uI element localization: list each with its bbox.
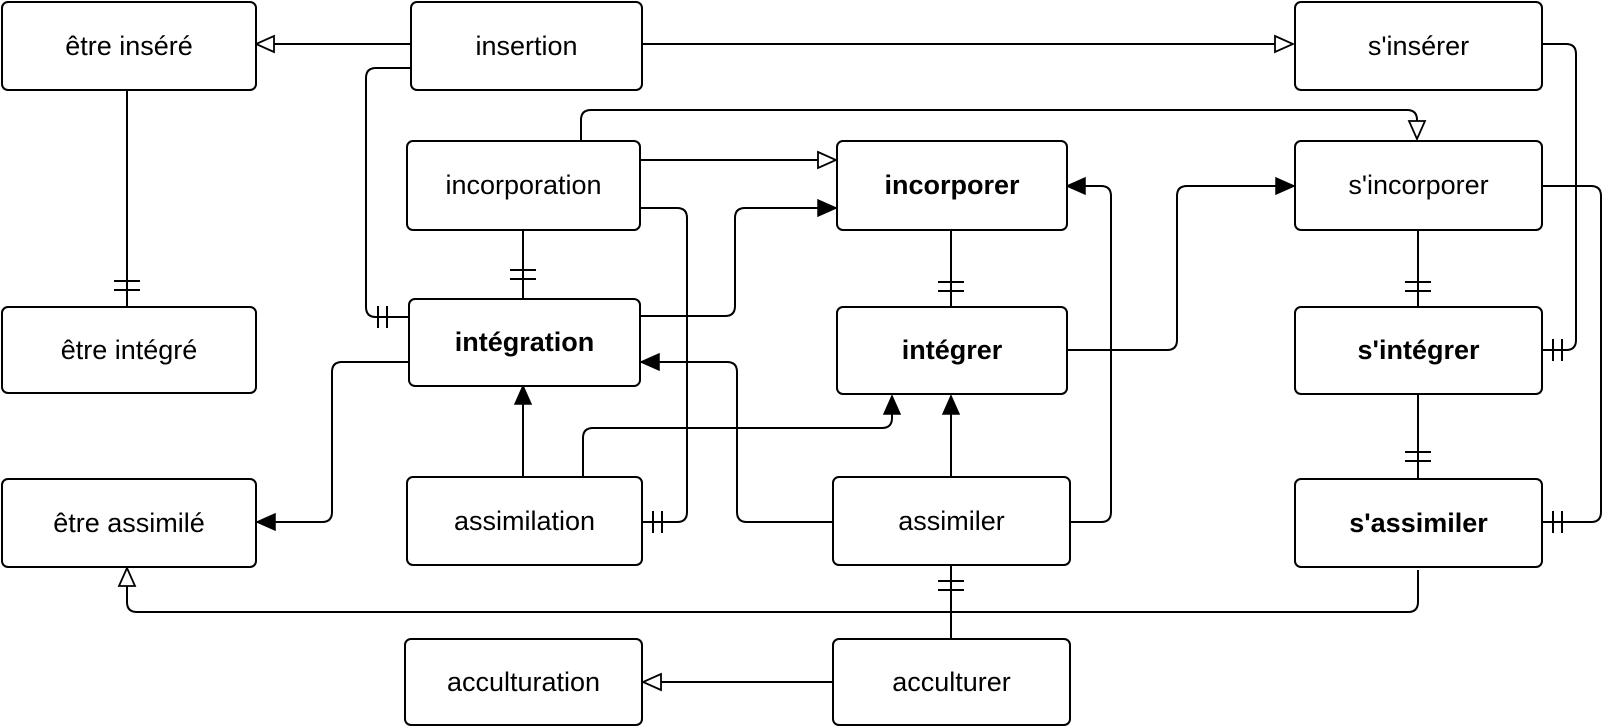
node-insertion: insertion bbox=[410, 1, 643, 91]
edge-incorporation-assimilation bbox=[641, 207, 688, 533]
edge-integration-incorporer bbox=[641, 208, 836, 317]
node-s-inserer: s'insérer bbox=[1294, 1, 1543, 91]
edge-integration-etre-assimile bbox=[257, 361, 408, 522]
edge-s-integrer-s-assimiler bbox=[1405, 394, 1431, 478]
node-s-incorporer: s'incorporer bbox=[1294, 140, 1543, 231]
edge-incorporation-integration bbox=[510, 230, 536, 298]
edge-incorporer-integrer bbox=[938, 230, 964, 306]
edge-incorporation-s-incorporer bbox=[580, 109, 1417, 140]
node-acculturer: acculturer bbox=[832, 638, 1071, 726]
node-incorporer: incorporer bbox=[836, 140, 1068, 231]
edge-s-assimiler-etre-assimile bbox=[127, 568, 1419, 613]
node-assimilation: assimilation bbox=[406, 476, 643, 566]
node-integration: intégration bbox=[408, 298, 641, 387]
edge-s-incorporer-s-integrer bbox=[1405, 230, 1431, 306]
edge-insertion-integration bbox=[365, 67, 410, 328]
node-integrer: intégrer bbox=[836, 306, 1068, 395]
node-assimiler: assimiler bbox=[832, 476, 1071, 566]
edge-assimiler-acculturer bbox=[938, 566, 964, 638]
edge-assimiler-incorporer bbox=[1067, 186, 1112, 523]
node-etre-integre: être intégré bbox=[1, 306, 257, 394]
node-s-assimiler: s'assimiler bbox=[1294, 478, 1543, 568]
edge-integrer-s-incorporer bbox=[1067, 186, 1294, 351]
node-s-integrer: s'intégrer bbox=[1294, 306, 1543, 395]
edge-s-incorporer-s-assimiler bbox=[1542, 185, 1602, 533]
node-etre-insere: être inséré bbox=[1, 1, 257, 91]
node-acculturation: acculturation bbox=[404, 638, 643, 726]
edge-etre-insere-etre-integre bbox=[114, 90, 140, 306]
node-incorporation: incorporation bbox=[406, 140, 641, 231]
node-etre-assimile: être assimilé bbox=[1, 478, 257, 568]
edge-assimiler-integration bbox=[641, 362, 832, 523]
edge-s-inserer-s-integrer bbox=[1542, 43, 1577, 361]
